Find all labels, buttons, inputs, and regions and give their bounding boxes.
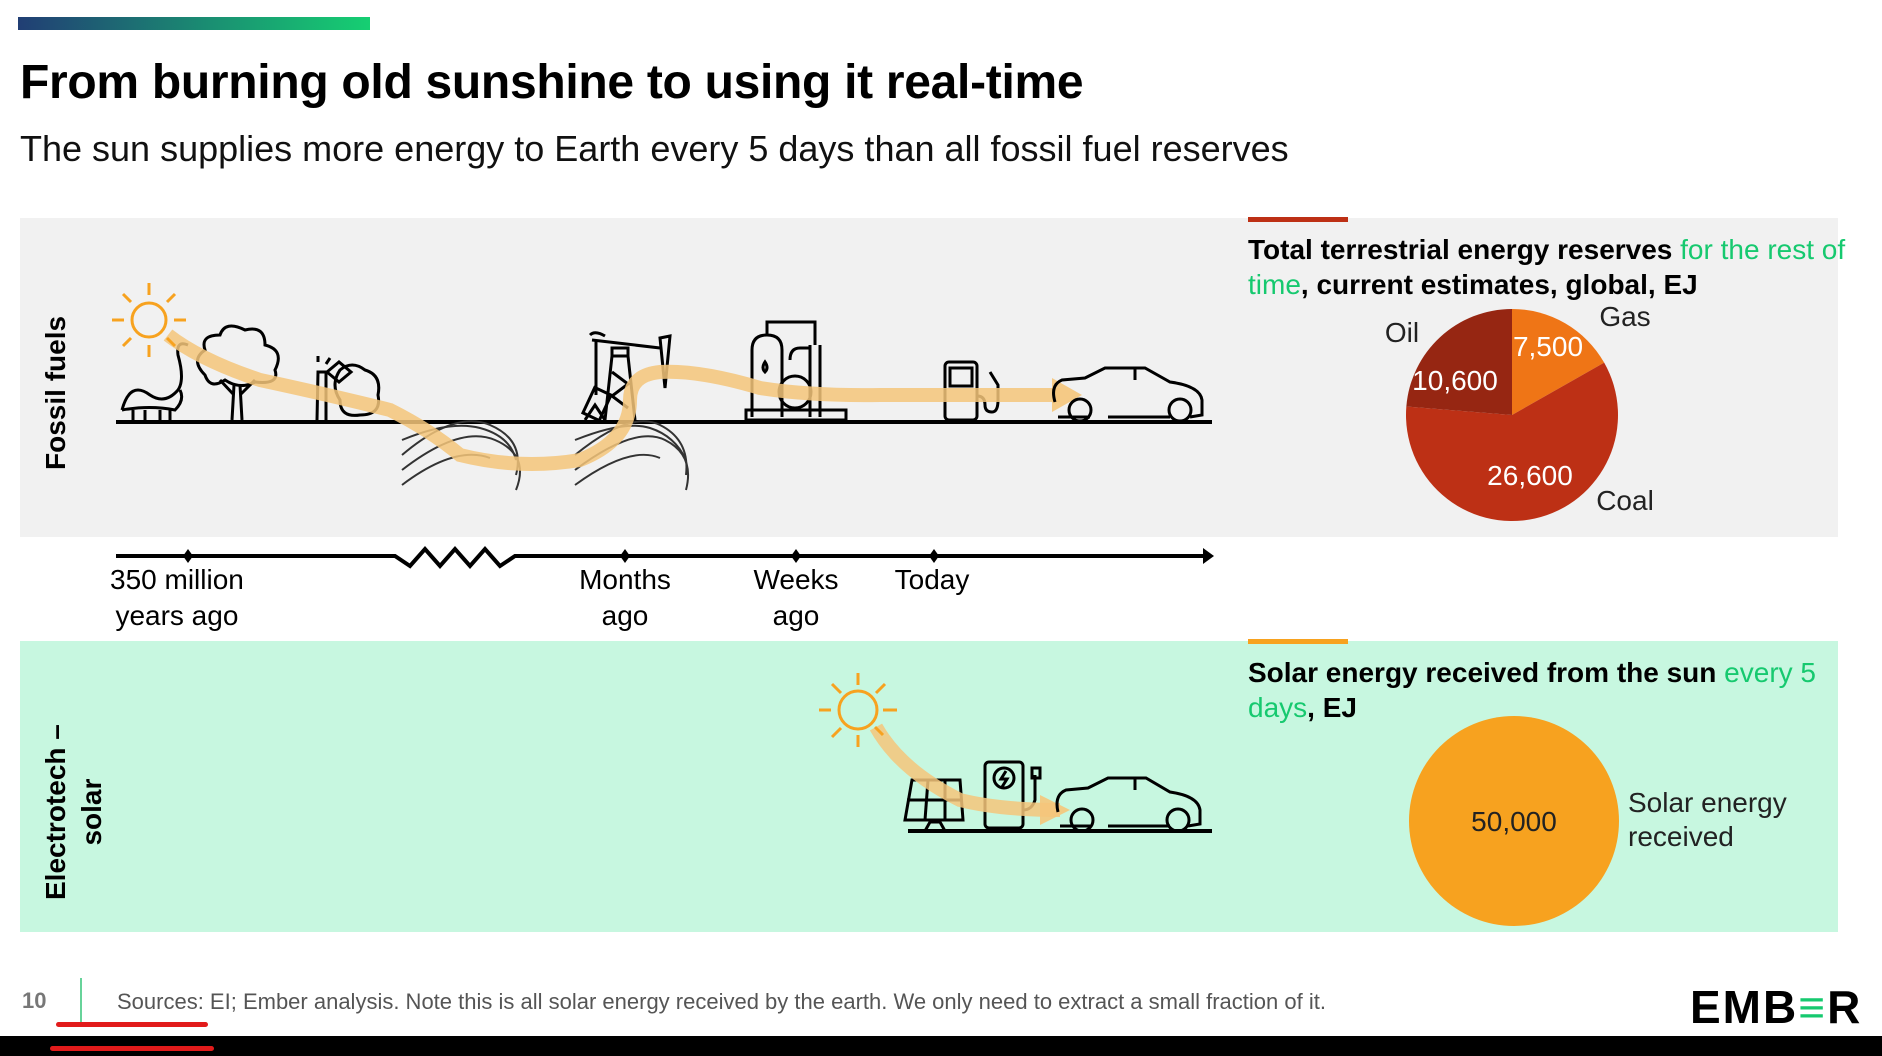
reserves-chart-title: Total terrestrial energy reserves for th… [1248,232,1848,302]
timeline-tick-350m [183,549,193,563]
timeline-tick-months [620,549,630,563]
car-icon [1052,366,1204,423]
red-annotation-mark [56,1022,208,1027]
pie-slice-gas [1512,309,1605,415]
bottom-black-bar [0,1036,1882,1056]
timeline-label-months: Months ago [573,562,677,634]
solar-flow-arrowhead [1040,795,1070,825]
ev-charger-icon [983,760,1042,830]
page-number: 10 [22,988,47,1013]
sources-note: Sources: EI; Ember analysis. Note this i… [117,989,1326,1014]
fossil-energy-flow [163,329,1060,471]
timeline-label-line: Months [579,564,671,595]
title-part: Total terrestrial energy reserves [1248,234,1681,265]
solar-accent-bar [1248,639,1348,644]
pie-category-label-coal: Coal [1596,485,1654,516]
title-part: Solar energy received from the sun [1248,657,1725,688]
title-highlight: for the rest of time [1248,234,1846,300]
timeline-label-weeks: Weeks ago [748,562,844,634]
page-title: From burning old sunshine to using it re… [20,56,1084,109]
pie-value-label-coal: 26,600 [1487,460,1573,491]
timeline-label-line: ago [601,600,649,631]
timeline-label-line: 350 million [110,564,244,595]
solar-energy-flow [869,723,1061,817]
solar-legend-line2: received [1628,821,1734,852]
title-part: , current estimates, global, EJ [1300,269,1698,300]
timeline-label-line: ago [772,600,820,631]
timeline-label-today: Today [888,562,976,598]
ember-logo: EMB≡R [1690,981,1863,1033]
timeline-label-line: Today [894,564,970,595]
car-icon [1055,776,1202,833]
pie-value-label-oil: 10,600 [1412,365,1498,396]
solar-chart-title: Solar energy received from the sun every… [1248,655,1848,725]
pie-value-label-gas: 7,500 [1513,331,1583,362]
sun-icon [819,673,897,747]
pie-slice-coal [1406,362,1618,521]
title-part: , EJ [1307,692,1357,723]
refinery-icon [744,320,848,422]
tree-icon [196,324,280,421]
pie-slice-oil [1406,309,1512,415]
reserves-accent-bar [1248,217,1348,222]
timeline-axis [116,545,1214,570]
sun-icon [112,283,186,357]
dinosaur-icon [120,342,189,420]
solar-legend-line1: Solar energy [1628,787,1787,818]
solar-value-label: 50,000 [1471,806,1557,837]
solar-pie-slice [1409,716,1619,926]
timeline-label-line: Weeks [753,564,839,595]
page-subtitle: The sun supplies more energy to Earth ev… [20,128,1289,169]
pie-category-label-oil: Oil [1385,317,1419,348]
timeline-tick-weeks [791,549,801,563]
fossil-flow-arrowhead [1052,378,1082,412]
header-accent-bar [18,17,370,30]
timeline-label-350m: 350 million years ago [110,562,244,634]
pie-category-label-gas: Gas [1599,301,1650,332]
timeline-arrowhead [1203,548,1214,564]
title-highlight: every 5 days [1248,657,1816,723]
timeline-label-line: years ago [115,600,239,631]
red-annotation-mark [50,1046,214,1051]
timeline-tick-today [929,549,939,563]
footer-divider [80,978,82,1023]
